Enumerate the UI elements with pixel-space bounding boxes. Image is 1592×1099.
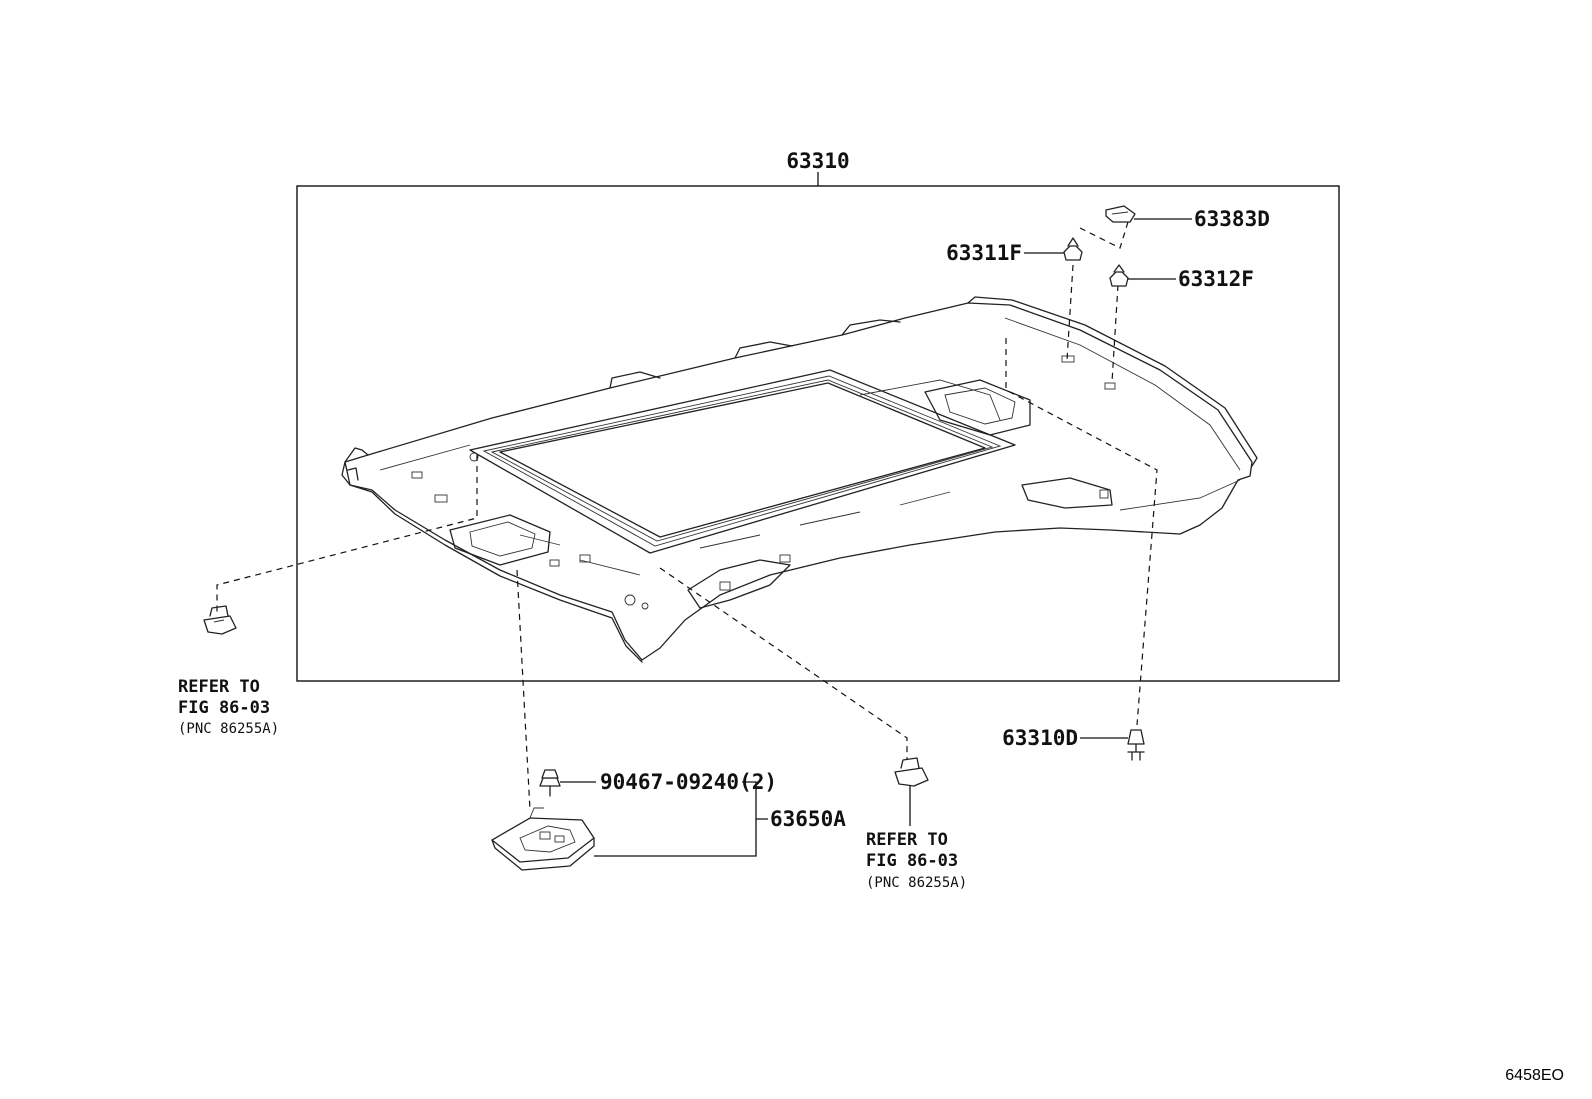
clip-63310d-icon[interactable] bbox=[1127, 729, 1145, 761]
map-lamp-icon[interactable] bbox=[491, 807, 595, 871]
callout-63383d[interactable]: 63383D bbox=[1194, 207, 1270, 231]
ref-right-line2: FIG 86-03 bbox=[866, 851, 958, 871]
callout-90467-09240[interactable]: 90467-09240(2) bbox=[600, 770, 777, 794]
ref-left-line2: FIG 86-03 bbox=[178, 698, 270, 718]
callout-63310[interactable]: 63310 bbox=[786, 149, 849, 173]
ref-clip-right-icon[interactable] bbox=[894, 757, 929, 787]
bracket-63650a bbox=[594, 781, 768, 857]
ref-right-line1: REFER TO bbox=[866, 830, 948, 850]
illustration-code: 6458EO bbox=[1505, 1067, 1564, 1084]
clip-63383d-icon[interactable] bbox=[1105, 205, 1136, 223]
callout-63650a[interactable]: 63650A bbox=[770, 807, 846, 831]
dash-63312f bbox=[1111, 284, 1119, 383]
callout-63312f[interactable]: 63312F bbox=[1178, 267, 1254, 291]
dash-left-clip bbox=[216, 455, 478, 613]
callout-63311f[interactable]: 63311F bbox=[946, 241, 1022, 265]
dash-63383d bbox=[1079, 221, 1129, 249]
screw-icon[interactable] bbox=[539, 769, 561, 797]
dash-63311f bbox=[1066, 264, 1074, 361]
ref-right-line3: (PNC 86255A) bbox=[866, 875, 967, 891]
dash-right-clip bbox=[659, 567, 908, 760]
ref-left-line3: (PNC 86255A) bbox=[178, 721, 279, 737]
headliner-panel[interactable] bbox=[341, 296, 1258, 663]
clip-63312f-icon[interactable] bbox=[1109, 264, 1129, 287]
dash-lamp bbox=[516, 569, 531, 811]
dash-63310d bbox=[1005, 338, 1158, 726]
ref-left-line1: REFER TO bbox=[178, 677, 260, 697]
ref-clip-left-icon[interactable] bbox=[203, 605, 237, 635]
callout-63310d[interactable]: 63310D bbox=[1002, 726, 1078, 750]
clip-63311f-icon[interactable] bbox=[1063, 237, 1083, 261]
